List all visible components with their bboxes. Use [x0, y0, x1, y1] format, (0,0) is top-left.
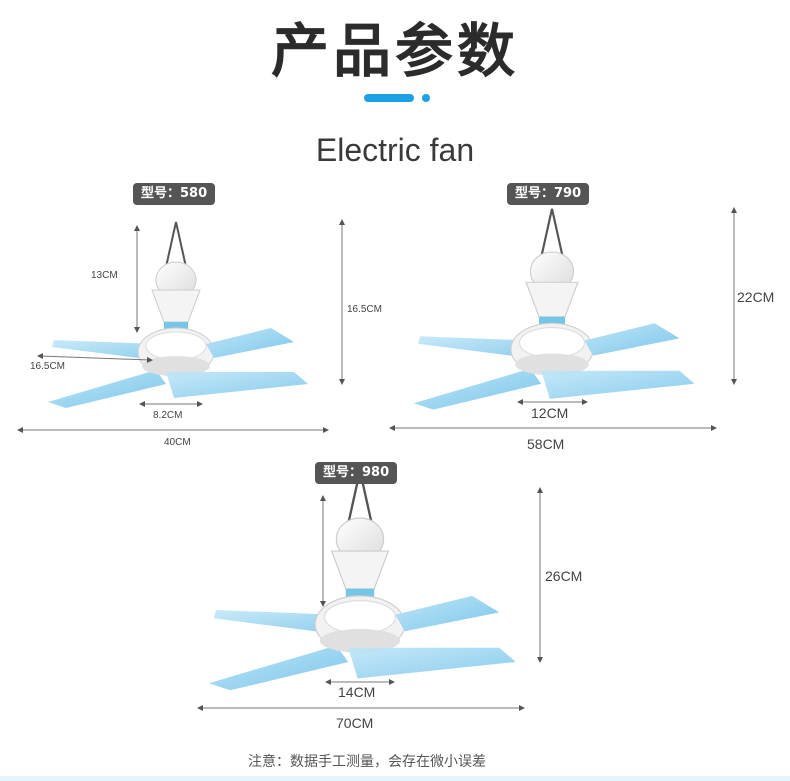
bottom-bar — [0, 776, 790, 781]
dim-980-hub: 14CM — [338, 684, 376, 700]
measurement-note: 注意：数据手工测量，会存在微小误差 — [248, 754, 486, 770]
model-badge-580: 型号：580 — [133, 183, 216, 205]
dim-580-blade: 16.5CM — [30, 361, 66, 372]
page-title: 产品参数 — [270, 17, 519, 85]
dim-580-hook-height: 13CM — [91, 270, 118, 281]
dim-580-span: 40CM — [164, 437, 191, 448]
dim-980-total-height: 26CM — [545, 568, 583, 584]
dim-580-hub: 8.2CM — [153, 410, 183, 421]
dim-580-total-height: 16.5CM — [347, 304, 383, 315]
dim-790-span: 58CM — [527, 436, 565, 452]
accent-bar — [364, 94, 414, 102]
fan-580-image — [47, 221, 309, 409]
dim-790-hub: 12CM — [531, 405, 569, 421]
subtitle: Electric fan — [315, 132, 475, 168]
model-badge-790: 型号：790 — [507, 183, 590, 205]
dim-790-total-height: 22CM — [737, 289, 775, 305]
dim-980-span: 70CM — [336, 715, 374, 731]
model-badge-980: 型号：980 — [315, 462, 398, 484]
accent-dot — [422, 94, 430, 102]
fan-980-image — [207, 469, 517, 692]
fan-790-image — [412, 207, 696, 411]
